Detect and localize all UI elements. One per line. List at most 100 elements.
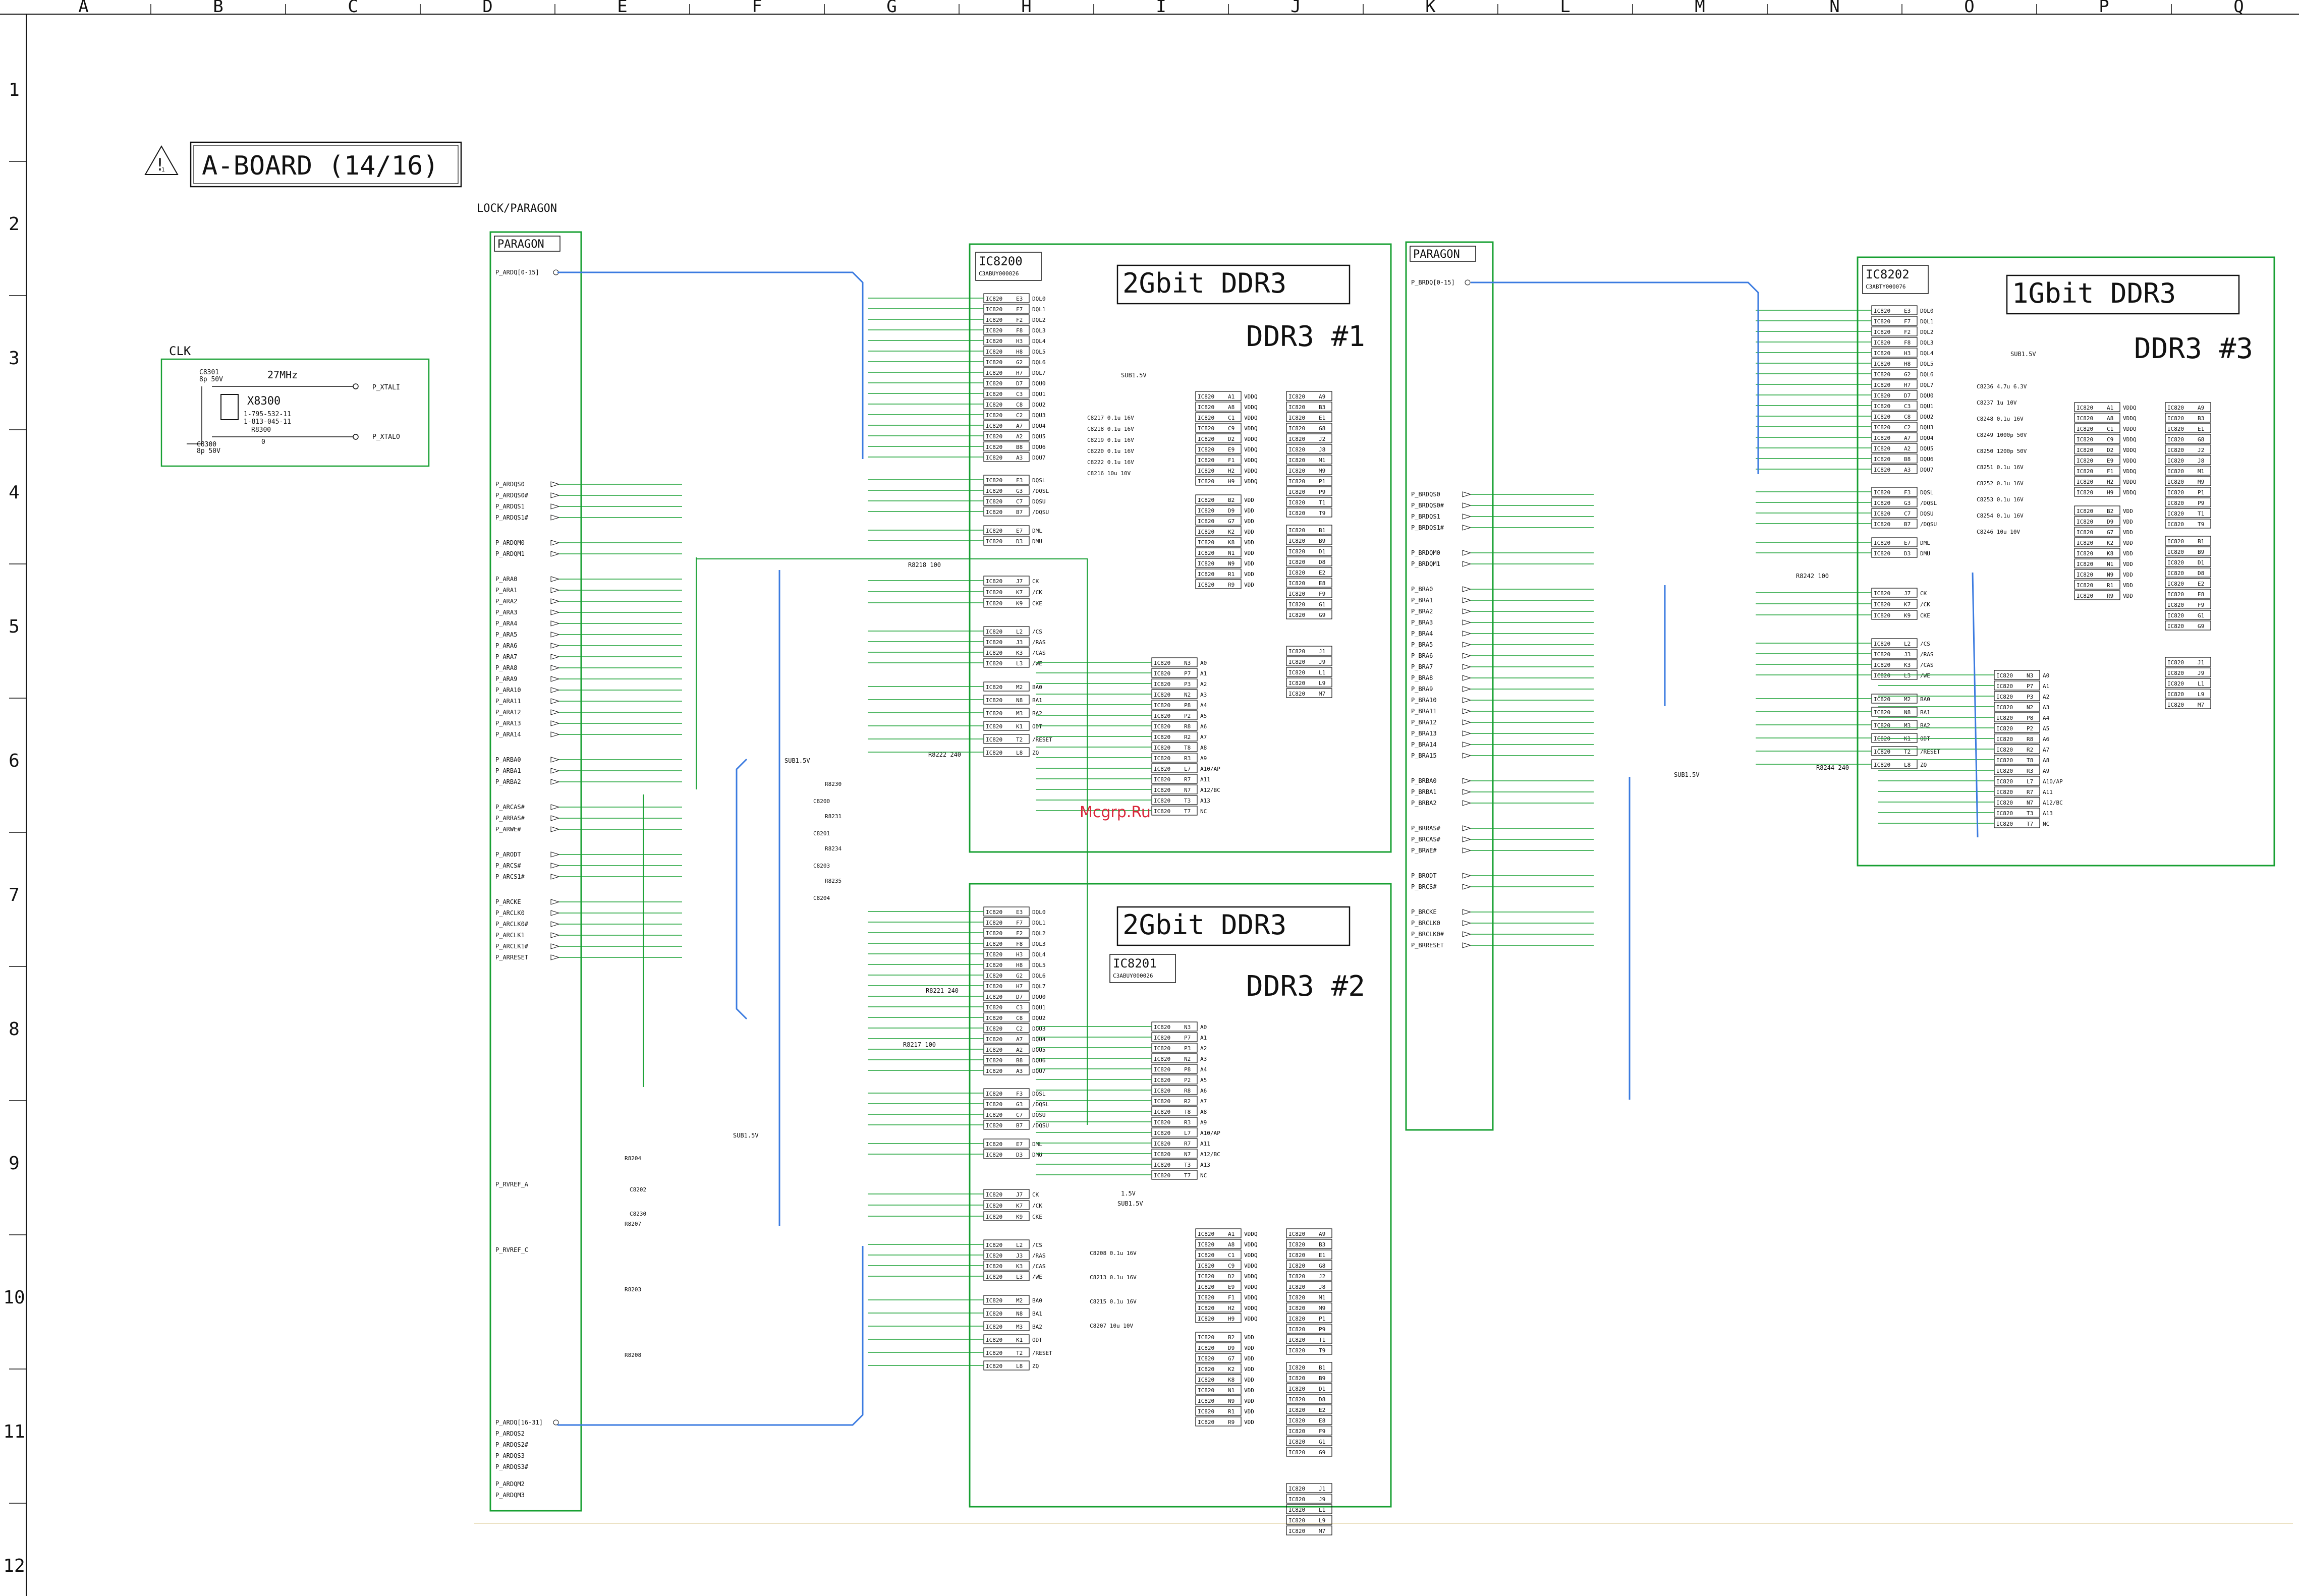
pin-number: R1 — [2107, 582, 2113, 589]
pin-number: R8 — [1184, 1088, 1191, 1094]
arrow-icon — [1462, 708, 1472, 714]
pin-name: VDDQ — [1244, 436, 1258, 442]
pin-ref: IC820 — [2077, 489, 2093, 496]
pin-number: T8 — [1184, 1109, 1191, 1115]
pin-name: DQL2 — [1920, 329, 1934, 335]
pin-number: N2 — [1184, 692, 1191, 698]
pin-ref: IC820 — [1198, 582, 1214, 588]
vref-wire — [696, 558, 1088, 1125]
pin-number: P9 — [2198, 500, 2204, 506]
pin-cell — [1286, 1504, 1332, 1514]
arrow-icon — [550, 503, 560, 509]
paragon-signal: P_ARCLK0 — [495, 909, 525, 917]
pin-cell — [1286, 677, 1332, 688]
pin-ref: IC820 — [1874, 590, 1890, 597]
paragon-signal: P_BRRAS# — [1411, 825, 1441, 832]
pin-number: T1 — [1319, 499, 1325, 506]
passive-label: C8237 1u 10V — [1977, 400, 2017, 406]
pin-ref: IC820 — [1996, 810, 2013, 817]
pin-number: E7 — [1904, 540, 1911, 546]
chip-title: 2Gbit DDR3 — [1123, 267, 1286, 299]
pin-ref: IC820 — [986, 629, 1002, 635]
pin-name: DQU4 — [1032, 423, 1046, 429]
pin-ref: IC820 — [1198, 1273, 1214, 1280]
pin-number: B1 — [1319, 527, 1325, 534]
paragon-signal: P_BRA0 — [1411, 586, 1433, 593]
column-label-C: C — [348, 0, 358, 17]
pin-cell — [2165, 546, 2211, 556]
pin-number: F9 — [2198, 602, 2204, 608]
pin-name: A11 — [1200, 776, 1210, 783]
pin-cell — [2074, 423, 2120, 433]
pin-ref: IC820 — [1198, 507, 1214, 514]
pin-number: N1 — [1228, 550, 1235, 556]
pin-name: A1 — [2043, 683, 2049, 690]
pin-cell — [1286, 1239, 1332, 1249]
paragon-signal: P_ARA9 — [495, 675, 517, 682]
pin-ref: IC820 — [986, 1203, 1002, 1209]
pin-number: F2 — [1016, 317, 1023, 323]
pin-number: E9 — [1228, 1284, 1235, 1290]
pin-name: VDDQ — [1244, 1316, 1258, 1322]
pin-ref: IC820 — [986, 1350, 1002, 1356]
pin-number: F8 — [1904, 339, 1911, 346]
pin-cell — [1286, 454, 1332, 465]
paragon-signal: P_BRA2 — [1411, 608, 1433, 615]
pin-cell — [2165, 578, 2211, 588]
paragon-block-0 — [489, 231, 582, 1512]
pin-name: VDD — [2123, 572, 2133, 578]
pin-ref: IC820 — [1198, 1387, 1214, 1394]
paragon-signal: P_ARDQM3 — [495, 1492, 525, 1499]
pin-number: C2 — [1016, 412, 1023, 419]
pin-number: H7 — [1904, 382, 1911, 388]
pin-number: G3 — [1016, 1101, 1023, 1108]
clk-title: CLK — [169, 344, 191, 358]
pin-cell — [2165, 423, 2211, 433]
pin-number: C1 — [1228, 415, 1235, 421]
pin-ref: IC820 — [1288, 1294, 1305, 1301]
paragon-block-1 — [1405, 241, 1494, 1131]
paragon-signal: P_BRDQS1# — [1411, 524, 1444, 531]
pin-ref: IC820 — [1288, 510, 1305, 517]
pin-number: J9 — [1319, 1496, 1325, 1503]
pin-number: A1 — [1228, 393, 1235, 400]
pin-number: C2 — [1904, 424, 1911, 431]
pin-ref: IC820 — [986, 538, 1002, 545]
pin-ref: IC820 — [2167, 591, 2184, 598]
pin-number: R9 — [2107, 593, 2113, 599]
paragon-signal: P_BRA5 — [1411, 641, 1433, 648]
clk-xtal: X8300 — [247, 395, 281, 408]
pin-number: B8 — [1016, 444, 1023, 450]
pin-ref: IC820 — [1288, 1407, 1305, 1413]
pin-ref: IC820 — [1154, 1141, 1170, 1147]
pin-ref: IC820 — [1154, 1172, 1170, 1179]
paragon-signal: P_ARA0 — [495, 576, 517, 583]
pin-cell — [1195, 1281, 1242, 1291]
column-label-Q: Q — [2233, 0, 2244, 17]
clk-xtal-part1: 1-795-532-11 — [244, 411, 291, 418]
pin-ref: IC820 — [1996, 778, 2013, 785]
arrow-icon — [1462, 550, 1472, 556]
pin-number: J8 — [1319, 446, 1325, 453]
pin-ref: IC820 — [2077, 458, 2093, 464]
pin-number: D7 — [1904, 392, 1911, 399]
pin-ref: IC820 — [986, 650, 1002, 656]
pin-name: DQL7 — [1032, 370, 1046, 376]
pin-cell — [1286, 1383, 1332, 1393]
pin-number: T3 — [2027, 810, 2033, 817]
pin-ref: IC820 — [986, 1122, 1002, 1129]
paragon-signal: P_ARA12 — [495, 709, 521, 716]
arrow-icon — [550, 492, 560, 498]
pin-name: VDDQ — [1244, 393, 1258, 400]
pin-name: DQSU — [1032, 1112, 1046, 1118]
paragon-signal: P_BRCKE — [1411, 908, 1437, 916]
hidden-spacer: 1 — [161, 166, 165, 173]
pin-ref: IC820 — [2167, 521, 2184, 528]
pin-number: A8 — [1228, 1241, 1235, 1248]
pin-number: D8 — [2198, 570, 2204, 577]
pin-ref: IC820 — [1154, 713, 1170, 719]
paragon-signal: P_BRDQM0 — [1411, 549, 1440, 556]
pin-number: F1 — [1228, 457, 1235, 464]
pin-cell — [1286, 423, 1332, 433]
